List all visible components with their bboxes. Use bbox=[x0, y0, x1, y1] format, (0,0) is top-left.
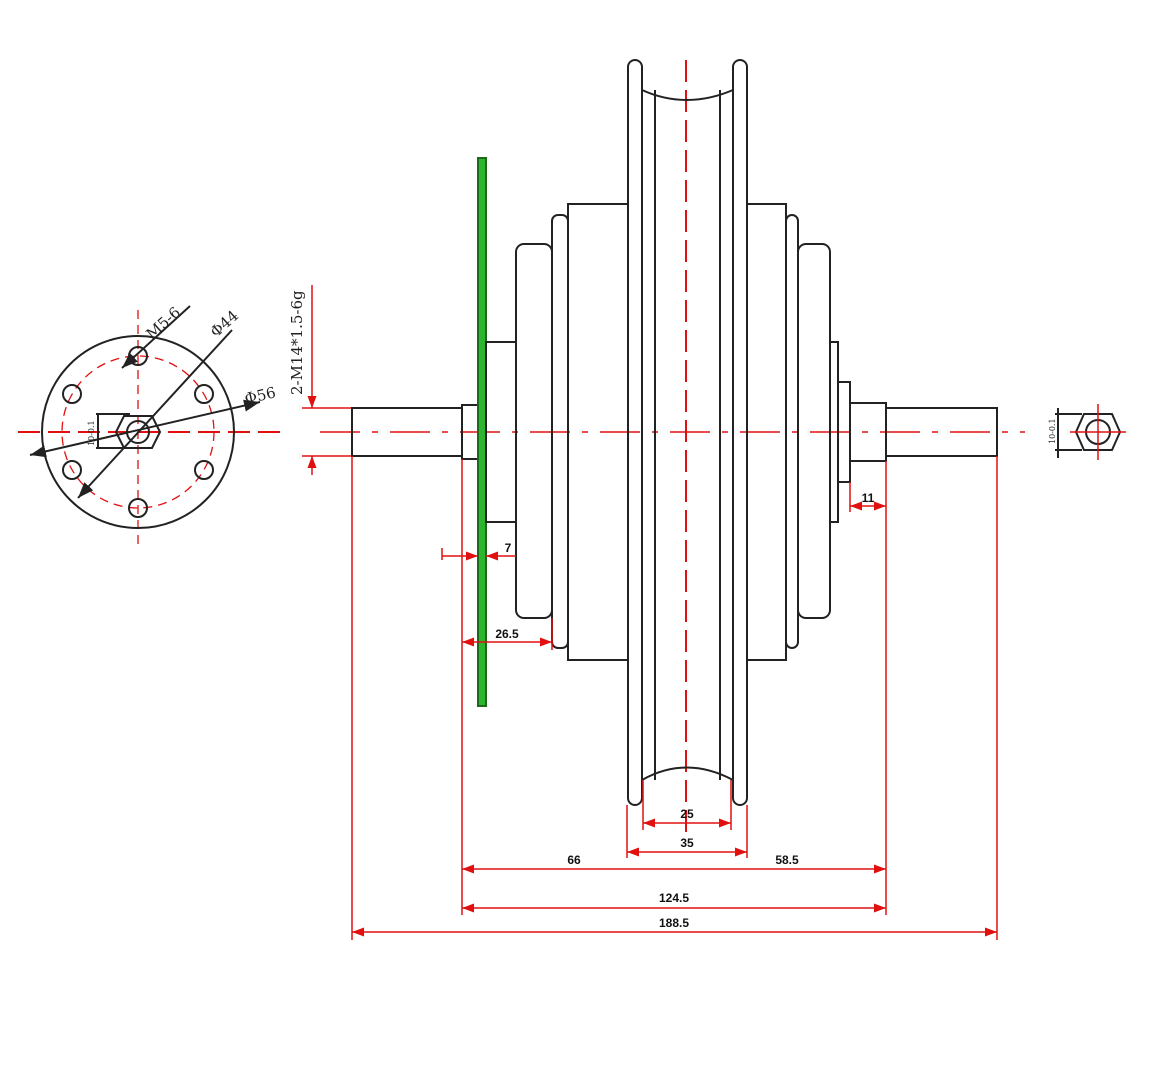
bolt-hole bbox=[194, 460, 214, 480]
dim-124-5: 124.5 bbox=[659, 891, 689, 905]
bolt-circle-label: Φ44 bbox=[207, 307, 242, 341]
dim-35: 35 bbox=[680, 836, 694, 850]
dim-58-5: 58.5 bbox=[775, 853, 799, 867]
rim-flange-left bbox=[627, 59, 643, 806]
flange-view: M5-6 Φ44 Φ56 10-0.1 bbox=[18, 303, 280, 545]
bolt-hole bbox=[128, 498, 148, 518]
axle-thread-label: 2-M14*1.5-6g bbox=[288, 290, 306, 395]
flat-width-label: 10-0.1 bbox=[87, 420, 96, 446]
flange-diameter-label: Φ56 bbox=[243, 383, 278, 408]
right-axle bbox=[885, 407, 998, 457]
motor-side-view bbox=[351, 59, 998, 806]
dim-11: 11 bbox=[862, 491, 875, 505]
dim-66: 66 bbox=[567, 853, 581, 867]
thread-label: M5-6 bbox=[143, 303, 184, 343]
dim-26-5: 26.5 bbox=[495, 627, 519, 641]
brake-disc bbox=[477, 157, 487, 707]
dimensions: 188.5 124.5 66 58.5 35 25 26.5 7 11 bbox=[351, 456, 998, 940]
dim-25: 25 bbox=[680, 807, 694, 821]
bolt-hole bbox=[62, 460, 82, 480]
end-flat-width-label: 10-0.1 bbox=[1048, 418, 1057, 444]
axle-end-view: 10-0.1 bbox=[1048, 404, 1126, 460]
dim-7: 7 bbox=[505, 541, 512, 555]
dim-188-5: 188.5 bbox=[659, 916, 689, 930]
